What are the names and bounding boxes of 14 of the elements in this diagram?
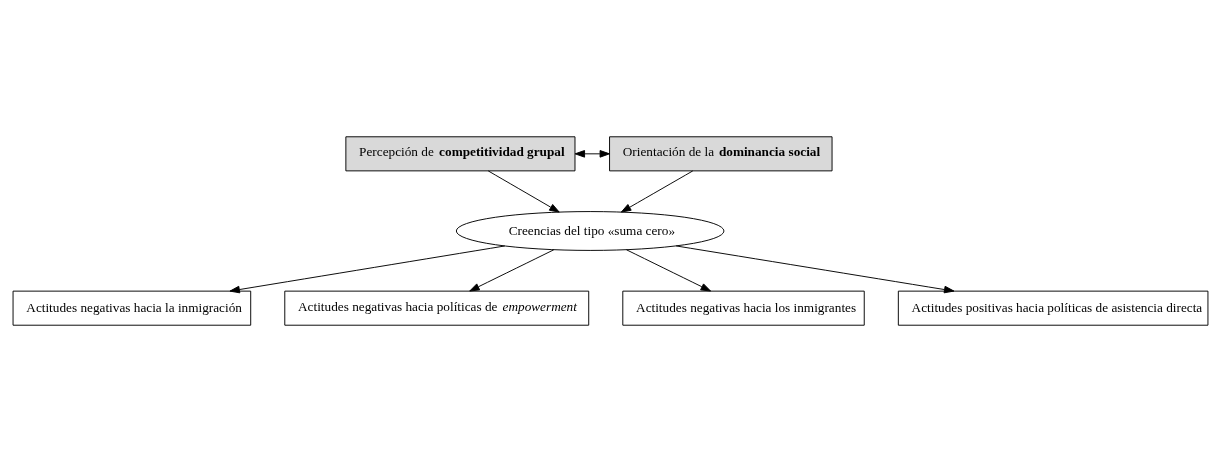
arrow [469,249,555,292]
node-box: Percepción de competitividad grupal [345,136,576,172]
arrow [626,249,712,292]
arrow [229,245,506,294]
node-box: Actitudes negativas hacia políticas de empowerment [284,290,590,326]
node-box: Actitudes positivas hacia políticas de asistencia directa [897,290,1209,326]
arrow [675,245,955,294]
arrow [487,170,560,213]
node-ellipse: Creencias del tipo «suma cero» [455,211,725,251]
node-box: Actitudes negativas hacia la inmigración [12,290,252,326]
arrow [574,150,610,158]
node-box: Orientación de la dominancia social [609,136,833,172]
node-box: Actitudes negativas hacia los inmigrantes [622,290,865,326]
arrow [620,170,694,213]
